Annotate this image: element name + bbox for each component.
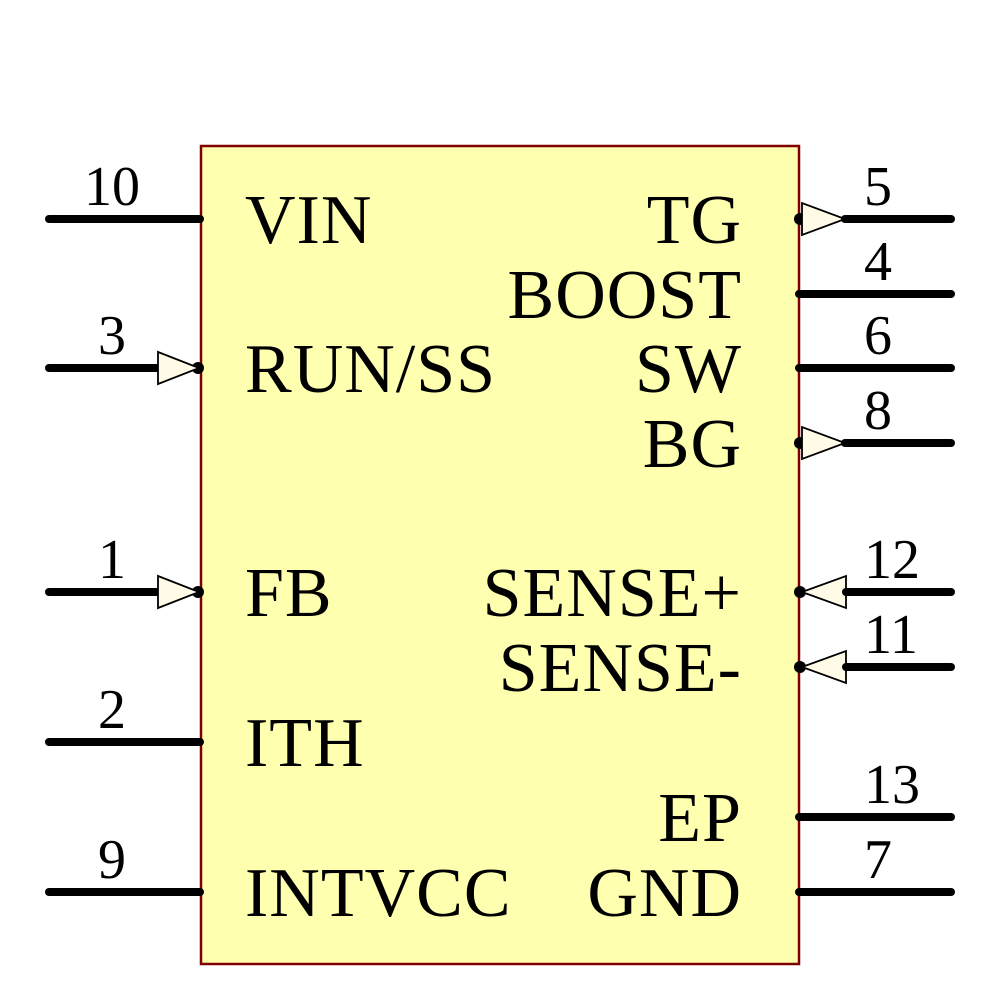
pin-label: EP [658, 780, 742, 857]
pin-number: 3 [98, 305, 126, 367]
pin-sense-minus: 11 SENSE- [499, 604, 955, 707]
pin-label: RUN/SS [245, 331, 496, 408]
pin-number: 8 [864, 380, 892, 442]
input-arrow-icon [799, 574, 847, 610]
pin-number: 9 [98, 829, 126, 891]
pin-tg: 5 TG [647, 156, 955, 259]
pin-boost: 4 BOOST [508, 231, 955, 334]
pin-label: INTVCC [245, 855, 512, 932]
pin-number: 4 [864, 231, 892, 293]
pin-gnd: 7 GND [587, 829, 955, 932]
pin-number: 13 [864, 754, 920, 816]
pin-number: 1 [98, 529, 126, 591]
pin-label: SENSE- [499, 630, 742, 707]
pin-number: 7 [864, 829, 892, 891]
pin-label: VIN [245, 182, 372, 259]
pin-label: BG [643, 406, 742, 483]
pin-label: TG [647, 182, 742, 259]
pin-sense-plus: 12 SENSE+ [483, 529, 955, 632]
pin-run-ss: 3 RUN/SS [45, 305, 496, 408]
input-arrow-icon [157, 350, 202, 386]
pin-label: ITH [245, 705, 365, 782]
pin-ep: 13 EP [658, 754, 955, 857]
pin-bg: 8 BG [643, 380, 955, 483]
pin-number: 6 [864, 305, 892, 367]
pin-intvcc: 9 INTVCC [45, 829, 512, 932]
pin-label: SW [635, 331, 742, 408]
ic-body [199, 144, 801, 966]
pin-sw: 6 SW [635, 305, 955, 408]
pin-label: FB [245, 555, 333, 632]
pin-number: 11 [864, 604, 918, 666]
pin-number: 2 [98, 679, 126, 741]
pin-number: 5 [864, 156, 892, 218]
pin-label: BOOST [508, 257, 742, 334]
pin-number: 10 [84, 156, 140, 218]
pin-number: 12 [864, 529, 920, 591]
pin-label: SENSE+ [483, 555, 742, 632]
pin-label: GND [587, 855, 742, 932]
pin-vin: 10 VIN [45, 156, 372, 259]
input-arrow-icon [799, 649, 847, 685]
output-arrow-icon [801, 425, 848, 461]
pin-fb: 1 FB [45, 529, 333, 632]
input-arrow-icon [157, 574, 202, 610]
pin-ith: 2 ITH [45, 679, 365, 782]
output-arrow-icon [801, 201, 848, 237]
